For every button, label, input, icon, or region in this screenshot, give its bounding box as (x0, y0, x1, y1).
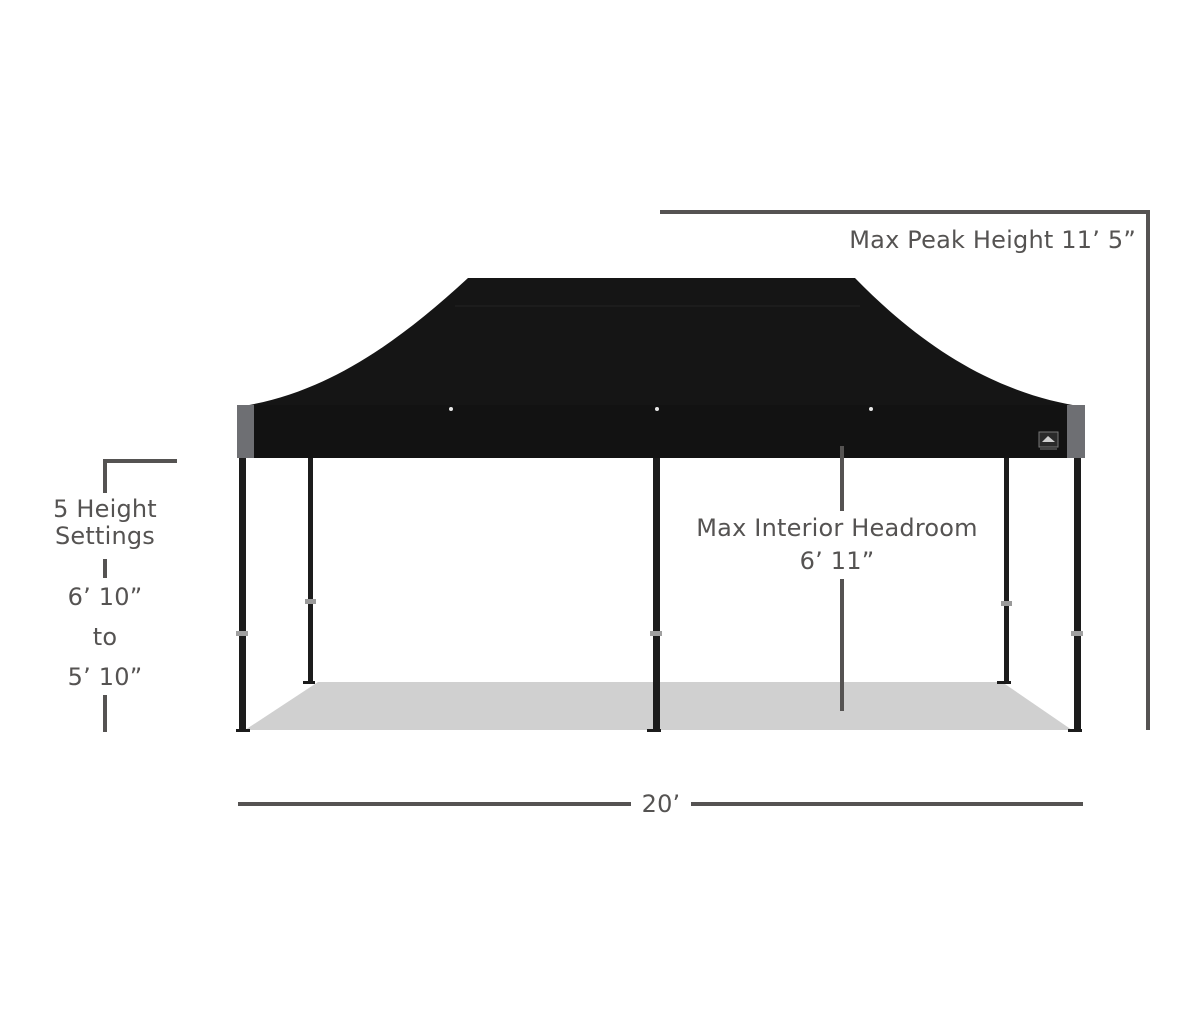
headroom-line-bottom (840, 579, 844, 711)
height-settings-separator: to (92, 623, 118, 651)
height-settings-line-3 (103, 695, 107, 732)
height-settings-title-line1: 5 Height (53, 495, 157, 523)
peak-height-vertical-line (1146, 210, 1150, 730)
headroom-title: Max Interior Headroom (696, 514, 978, 542)
back-right-leg (1004, 456, 1009, 682)
back-left-leg (308, 456, 313, 682)
height-settings-title-line2: Settings (54, 522, 156, 550)
canopy-roof (237, 278, 1085, 412)
height-settings-line-2 (103, 559, 107, 578)
brand-logo-icon (1038, 431, 1059, 450)
height-settings-max: 6’ 10” (67, 583, 143, 611)
right-corner-trim (1067, 405, 1085, 458)
left-corner-trim (237, 405, 254, 458)
headroom-value: 6’ 11” (799, 547, 875, 575)
width-line-right (691, 802, 1083, 806)
height-settings-line-1 (103, 459, 107, 493)
front-middle-leg (653, 456, 660, 730)
height-settings-min: 5’ 10” (67, 663, 143, 691)
width-line-left (238, 802, 631, 806)
headroom-line-top (840, 446, 844, 511)
width-label: 20’ (641, 790, 681, 818)
canopy-valance (237, 405, 1085, 458)
peak-height-top-line (660, 210, 1150, 214)
max-peak-height-label: Max Peak Height 11’ 5” (849, 226, 1136, 254)
front-left-leg (239, 456, 246, 730)
front-right-leg (1074, 456, 1081, 730)
height-settings-top-line (103, 459, 177, 463)
